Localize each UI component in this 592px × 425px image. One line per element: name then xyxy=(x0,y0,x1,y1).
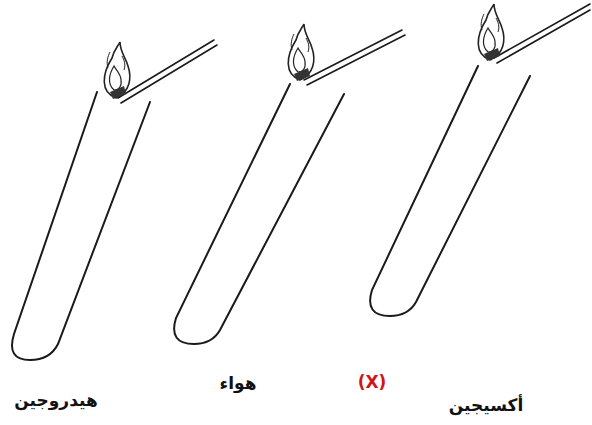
gas-label: أكسيجين xyxy=(449,395,523,415)
gas-label: هواء xyxy=(220,373,257,393)
gas-label: هيدروجين xyxy=(14,390,97,410)
unknown-gas-label: (X) xyxy=(358,372,387,392)
